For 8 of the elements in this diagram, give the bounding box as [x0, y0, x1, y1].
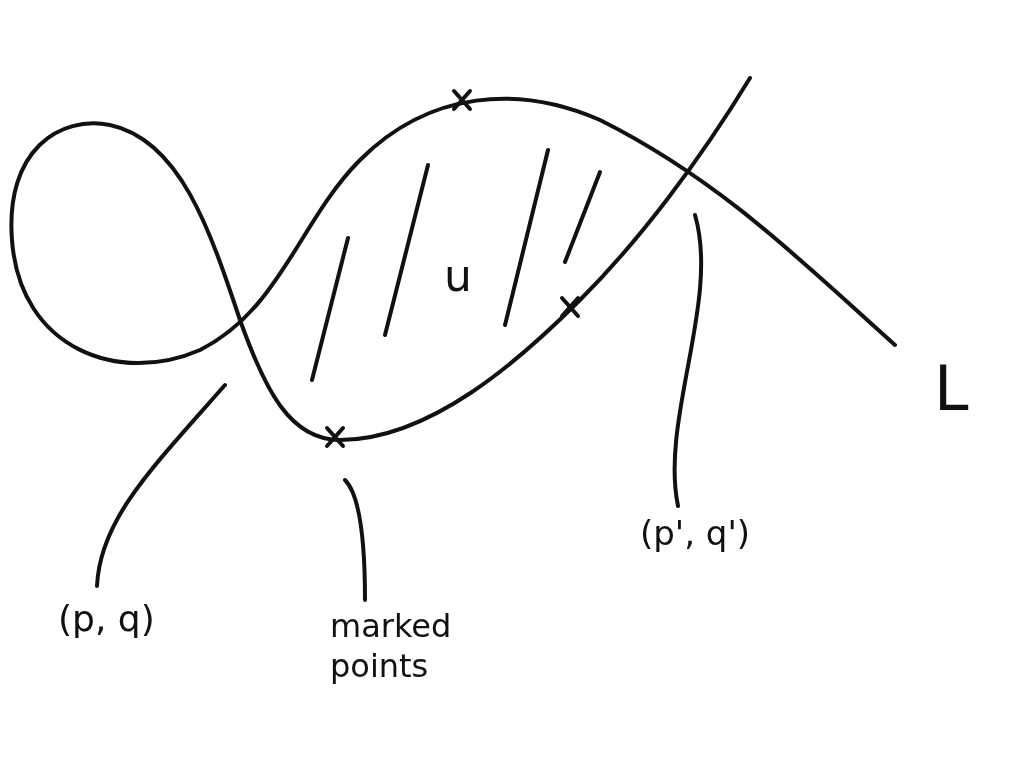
leader-line	[343, 478, 367, 602]
point-label: (p', q')	[640, 512, 750, 555]
leader-line	[672, 213, 704, 508]
point-label: marked points	[330, 606, 460, 686]
curve-label: L	[934, 351, 969, 427]
point-label: (p, q)	[58, 596, 155, 641]
leader-line	[95, 383, 227, 588]
region-label: u	[444, 249, 472, 303]
